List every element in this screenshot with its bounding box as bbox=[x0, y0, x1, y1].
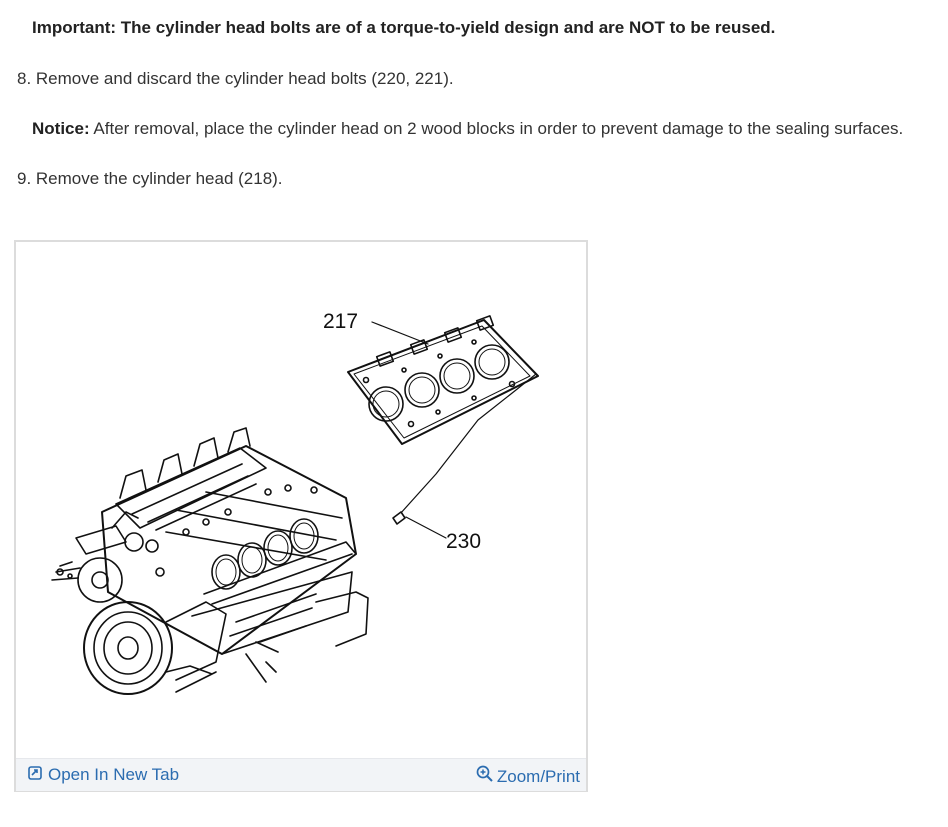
step-8: 8. Remove and discard the cylinder head … bbox=[17, 69, 454, 88]
open-in-new-tab-label: Open In New Tab bbox=[48, 765, 180, 784]
figure-toolbar: Open In New Tab Zoom/Print bbox=[16, 758, 586, 791]
engine-block-drawing bbox=[51, 427, 369, 695]
open-in-new-tab-link[interactable]: Open In New Tab bbox=[28, 765, 179, 785]
important-text: The cylinder head bolts are of a torque-… bbox=[116, 18, 776, 37]
callout-217: 217 bbox=[323, 310, 358, 333]
zoom-in-icon bbox=[476, 765, 494, 788]
callout-230: 230 bbox=[446, 530, 481, 553]
head-gasket-drawing bbox=[347, 315, 539, 445]
zoom-print-label: Zoom/Print bbox=[496, 766, 580, 786]
notice-note: Notice: After removal, place the cylinde… bbox=[32, 118, 903, 140]
open-new-tab-icon bbox=[28, 765, 42, 785]
notice-text: After removal, place the cylinder head o… bbox=[89, 119, 904, 138]
step-9: 9. Remove the cylinder head (218). bbox=[17, 169, 283, 188]
zoom-print-link[interactable]: Zoom/Print bbox=[476, 765, 580, 788]
notice-label: Notice: bbox=[32, 119, 90, 138]
figure-container: 217 230 Open In New Tab Zoom/Print bbox=[14, 240, 588, 792]
important-label: Important: bbox=[32, 18, 117, 37]
important-note: Important: The cylinder head bolts are o… bbox=[32, 17, 775, 39]
engine-illustration: 217 230 bbox=[16, 242, 586, 758]
